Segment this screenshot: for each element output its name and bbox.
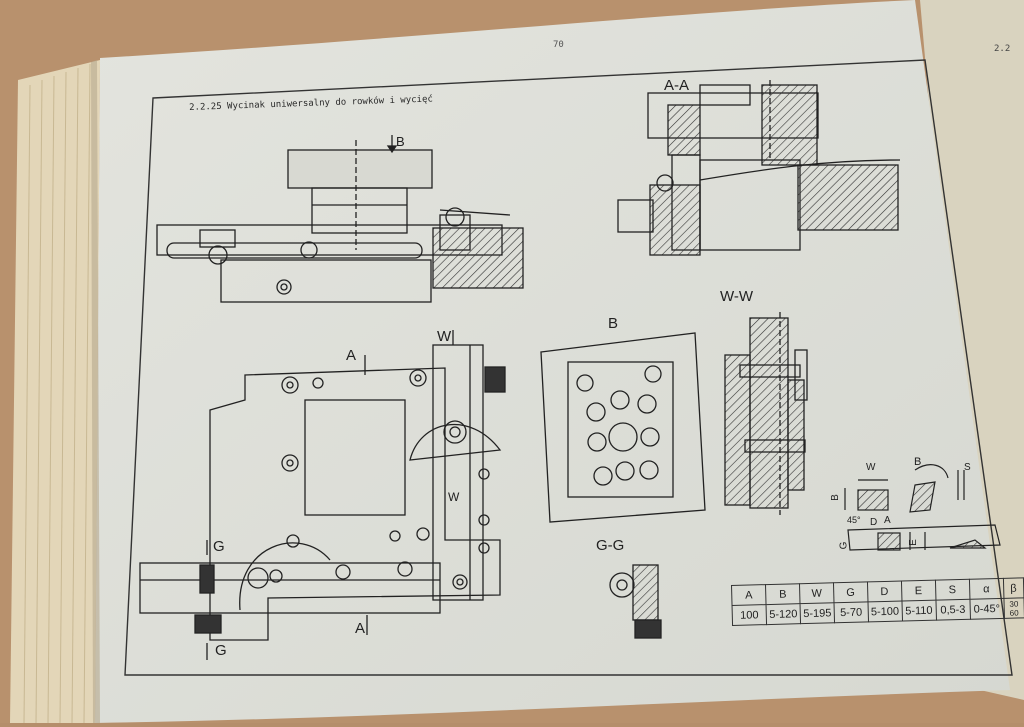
tool-detail-sketch [844,464,1001,551]
section-gg-view [609,564,662,639]
plan-view [139,330,506,660]
section-ww-view [724,312,808,515]
detail-e-label: E [907,539,919,546]
detail-a-label: A [884,515,891,526]
detail-d-label: D [870,517,878,528]
section-aa-label: A-A [664,77,690,94]
right-page [920,0,1024,700]
detail-s-label: S [964,462,971,473]
cut-w-top-label: W [437,328,452,345]
page-edges [10,60,100,723]
table-header-cell: D [867,581,902,602]
table-header-cell: W [799,582,835,604]
detail-angle-label: 45° [847,515,861,525]
table-header-cell: A [731,584,767,606]
table-cell: 30 60 [1003,597,1024,619]
table-cell: 5-100 [867,601,903,622]
table-header-cell: E [901,580,936,602]
detail-b-label: B [829,494,841,501]
table-header-cell: G [833,581,868,603]
table-cell: 100 [732,604,767,626]
table-cell: 0,5-3 [935,599,971,621]
cut-a-top-label: A [346,347,357,364]
section-gg-label: G-G [596,537,625,554]
section-aa-view [617,80,901,256]
table-cell: 5-195 [800,602,835,624]
table-cell: 0-45° [969,598,1005,620]
right-page-section-ref: 2.2 [994,44,1011,54]
cut-a-bottom-label: A [355,620,366,637]
cut-g-bottom-label: G [215,642,227,659]
view-b-label: B [608,315,619,332]
table-header-cell: β [1003,577,1024,599]
cut-g-top-label: G [213,538,225,555]
arrow-b-label: B [396,134,405,149]
table-header-cell: S [935,579,970,601]
detail-g-label: G [838,541,850,550]
table-cell: 5-120 [766,603,801,625]
detail-w-label: W [866,462,876,473]
dimension-table: A B W G D E S α β 100 5-120 5-195 5-70 5… [731,577,1024,626]
table-header-cell: α [969,578,1004,600]
drawing-frame [124,59,1013,676]
table-header-cell: B [765,583,801,605]
cut-w-mid-label: W [448,490,460,504]
view-b [540,332,706,523]
table-cell: 5-110 [901,600,937,622]
section-ww-label: W-W [720,288,754,305]
page-number: 70 [553,40,564,50]
front-view [156,135,524,303]
detail-beta-label: B [914,456,922,468]
table-cell: 5-70 [834,601,869,623]
